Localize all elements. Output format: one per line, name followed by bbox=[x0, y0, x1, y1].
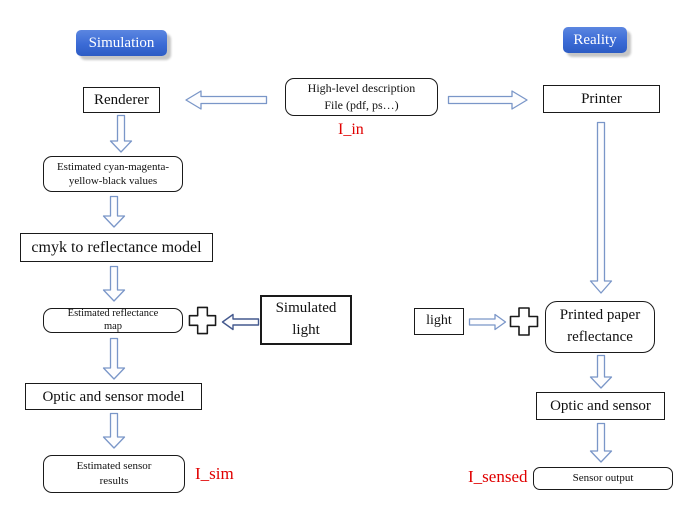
node-est-reflectance-line1: Estimated reflectance bbox=[67, 308, 159, 320]
node-renderer: Renderer bbox=[83, 87, 160, 113]
node-estimated-sensor-results: Estimated sensor results bbox=[43, 455, 185, 493]
node-optic-and-sensor-model: Optic and sensor model bbox=[25, 383, 202, 410]
arrow-down-printed-paper-icon bbox=[589, 354, 613, 389]
reality-header-badge: Reality bbox=[563, 27, 627, 53]
node-light: light bbox=[414, 308, 464, 335]
node-simulated-light-line1: Simulated bbox=[275, 300, 337, 317]
signal-i-sim-label: I_sim bbox=[195, 464, 234, 483]
node-cmyk-to-reflectance-model: cmyk to reflectance model bbox=[20, 233, 213, 262]
node-high-level-description: High-level description File (pdf, ps…) bbox=[285, 78, 438, 116]
node-optic-and-sensor: Optic and sensor bbox=[536, 392, 665, 420]
signal-i-sensed-label: I_sensed bbox=[468, 467, 528, 486]
simulation-header-badge: Simulation bbox=[76, 30, 167, 56]
node-est-sensor-line2: results bbox=[99, 475, 129, 487]
node-est-cmyk-line2: yellow-black values bbox=[68, 175, 158, 187]
node-sensor-output: Sensor output bbox=[533, 467, 673, 490]
arrow-left-simulated-light-icon bbox=[221, 313, 260, 331]
arrow-down-cmyk-values-icon bbox=[102, 195, 126, 228]
node-est-sensor-line1: Estimated sensor bbox=[76, 460, 152, 473]
node-high-level-line2: File (pdf, ps…) bbox=[324, 98, 399, 112]
node-printed-paper-line2: reflectance bbox=[567, 329, 633, 345]
arrow-down-reflectance-map-icon bbox=[102, 337, 126, 380]
node-printer: Printer bbox=[543, 85, 660, 113]
node-printed-paper-reflectance: Printed paper reflectance bbox=[545, 301, 655, 353]
node-est-reflectance-line2: map bbox=[103, 320, 123, 332]
arrow-down-printer-long-icon bbox=[589, 121, 613, 294]
arrow-left-to-renderer-icon bbox=[185, 90, 268, 110]
arrow-down-renderer-icon bbox=[109, 114, 133, 153]
arrow-down-cmyk-model-icon bbox=[102, 265, 126, 302]
node-simulated-light: Simulated light bbox=[260, 295, 352, 345]
arrow-right-to-printer-icon bbox=[447, 90, 528, 110]
node-estimated-cmyk-values: Estimated cyan-magenta- yellow-black val… bbox=[43, 156, 183, 192]
arrow-down-optic-model-icon bbox=[102, 412, 126, 449]
node-est-cmyk-line1: Estimated cyan-magenta- bbox=[56, 160, 170, 173]
plus-combine-reality-icon bbox=[509, 307, 539, 336]
node-estimated-reflectance-map: Estimated reflectance map bbox=[43, 308, 183, 333]
node-high-level-line1: High-level description bbox=[307, 81, 416, 96]
arrow-right-light-icon bbox=[468, 313, 507, 331]
arrow-down-optic-sensor-icon bbox=[589, 422, 613, 463]
plus-combine-simulation-icon bbox=[188, 306, 217, 335]
node-printed-paper-line1: Printed paper bbox=[559, 307, 641, 324]
node-simulated-light-line2: light bbox=[292, 322, 320, 338]
signal-i-in-label: I_in bbox=[338, 121, 364, 138]
